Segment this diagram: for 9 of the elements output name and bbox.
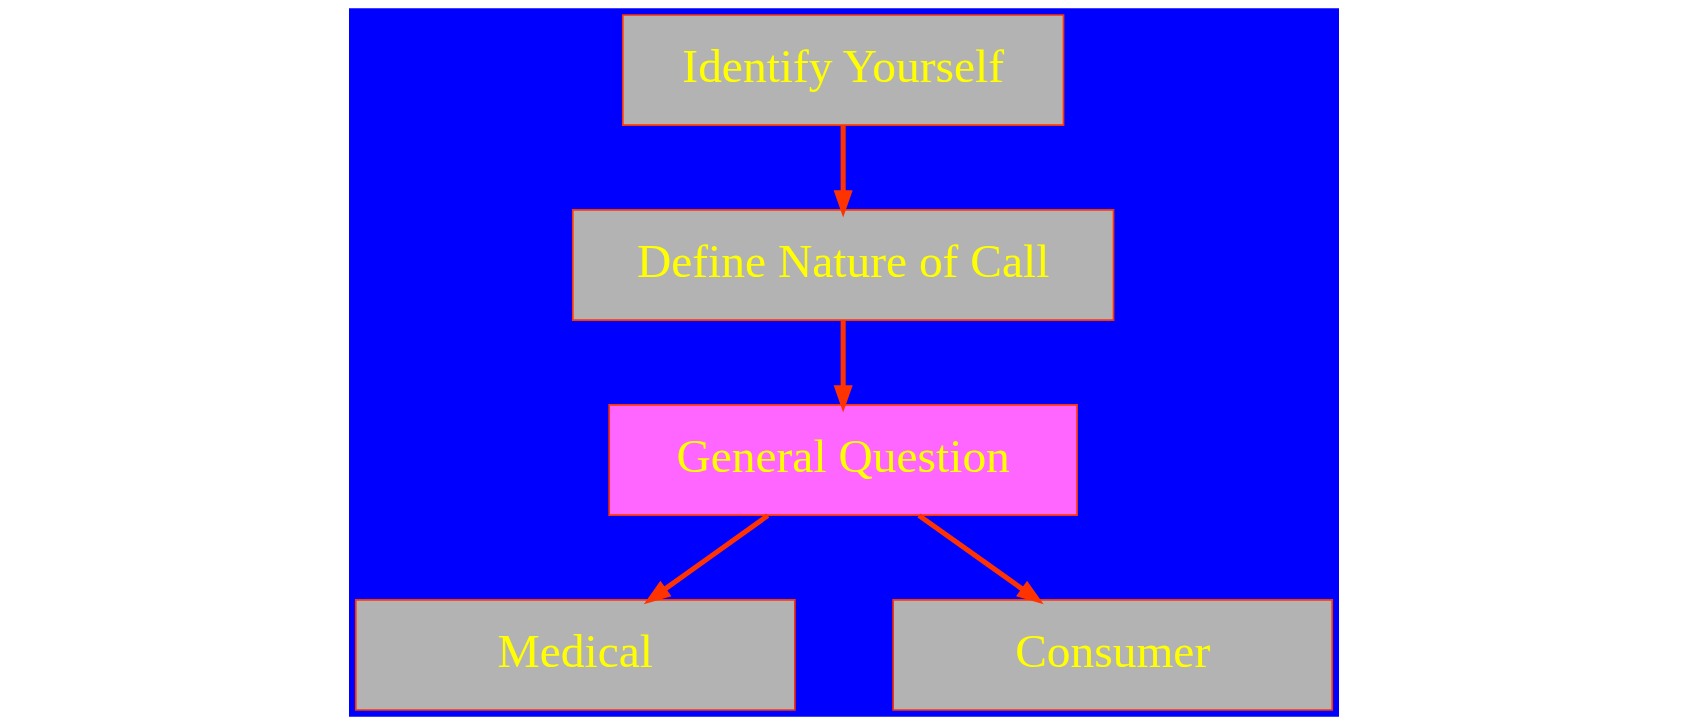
arrow: [833, 320, 853, 413]
arrow: [643, 513, 770, 605]
arrow: [917, 513, 1044, 605]
node-box: Identify Yourself: [621, 14, 1065, 126]
node-box: Consumer: [892, 599, 1334, 711]
node-box: General Question: [608, 404, 1078, 516]
node-box: Define Nature of Call: [571, 209, 1115, 321]
node-box: Medical: [354, 599, 796, 711]
arrow: [833, 125, 853, 218]
